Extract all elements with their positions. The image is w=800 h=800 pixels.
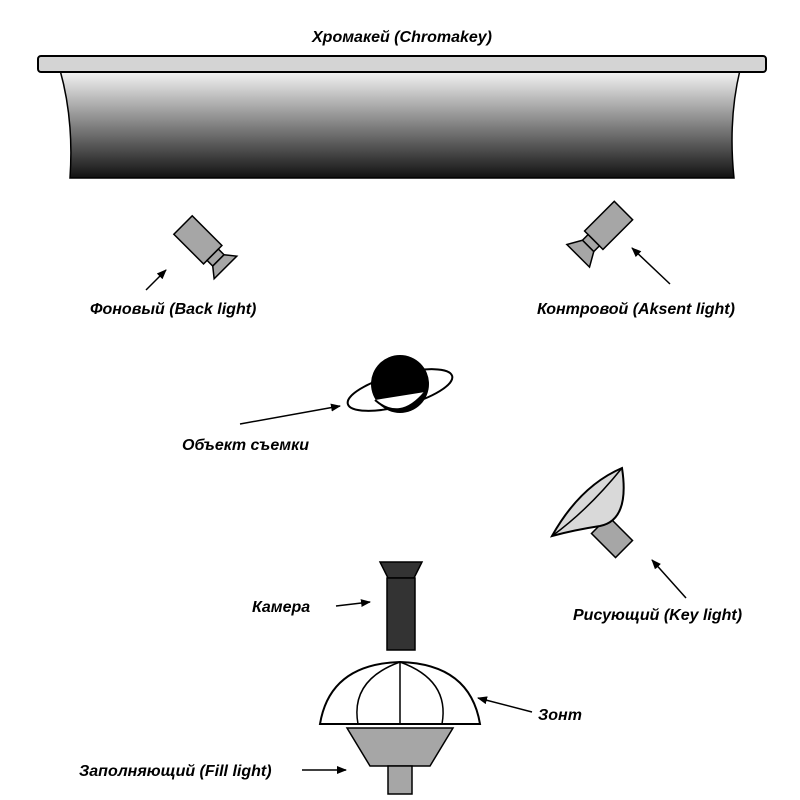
- accent-light-icon: [565, 200, 634, 269]
- chromakey-label: Хромакей (Chromakey): [311, 29, 492, 46]
- subject-arrow: [239, 403, 341, 425]
- chromakey-backdrop: [37, 55, 767, 179]
- subject-label: Объект съемки: [182, 437, 309, 454]
- backdrop-roller: [37, 55, 767, 73]
- key-light-icon: [549, 466, 634, 559]
- fill-light-label: Заполняющий (Fill light): [79, 763, 272, 780]
- key-light-arrow: [651, 559, 687, 599]
- umbrella-label: Зонт: [538, 707, 582, 724]
- back-light-label: Фоновый (Back light): [90, 301, 256, 318]
- accent-light-label: Контровой (Aksent light): [537, 301, 735, 318]
- key-light-label: Рисующий (Key light): [573, 607, 742, 624]
- back-light-icon: [172, 214, 239, 281]
- umbrella-arrow: [477, 696, 533, 713]
- subject-icon: [346, 355, 454, 413]
- umbrella-icon: [318, 660, 482, 725]
- accent-light-arrow: [631, 247, 671, 285]
- camera-label: Камера: [252, 599, 310, 616]
- backdrop-sheet: [59, 69, 741, 179]
- fill-light-icon: [345, 727, 455, 795]
- camera-icon: [378, 561, 424, 651]
- camera-arrow: [335, 599, 371, 608]
- back-light-arrow: [145, 269, 167, 291]
